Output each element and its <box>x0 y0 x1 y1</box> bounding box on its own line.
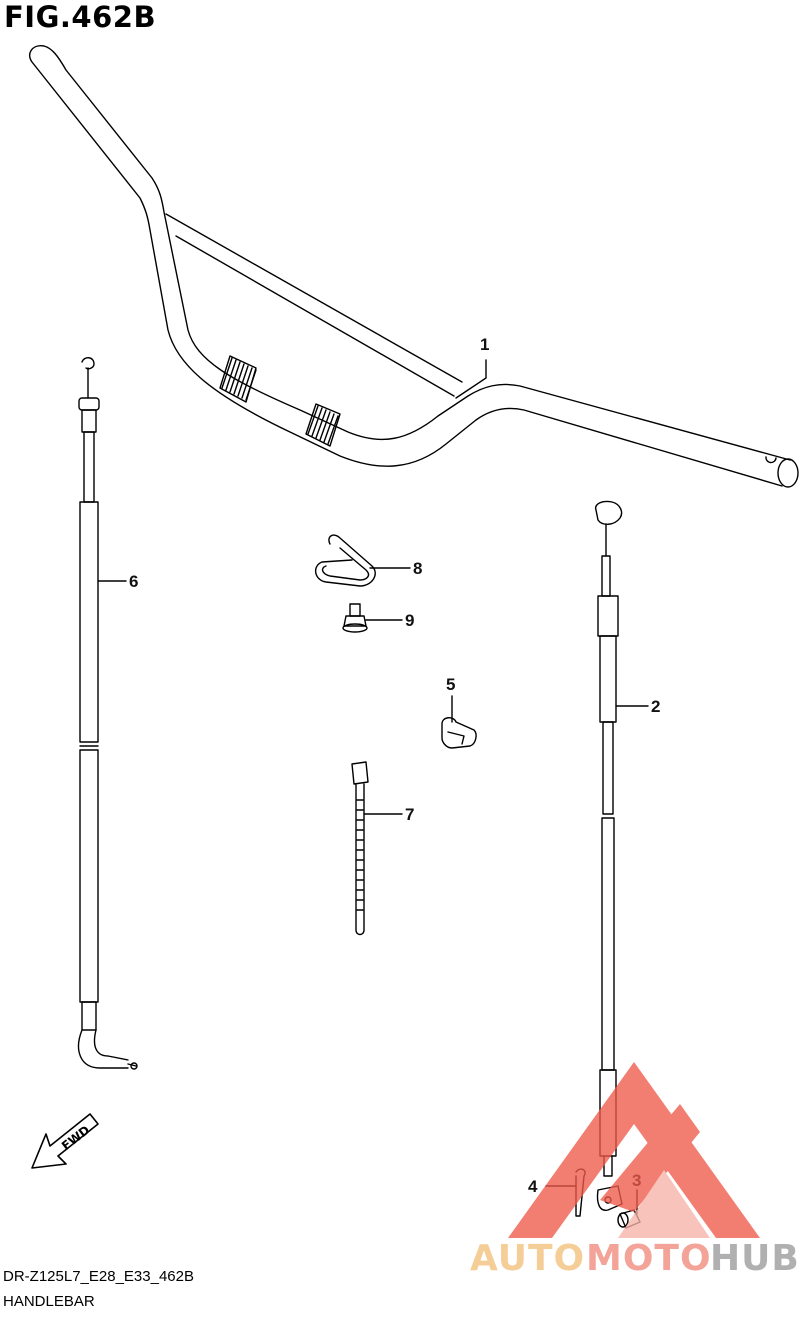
watermark-logo: AUTO MOTO HUB <box>470 1062 800 1279</box>
diagram-code: DR-Z125L7_E28_E33_462B <box>3 1268 194 1285</box>
watermark-text-moto: MOTO <box>586 1238 712 1279</box>
leader-line-1 <box>455 359 487 399</box>
wire-clamp-part[interactable] <box>315 534 376 587</box>
knurl-band-left <box>219 355 257 403</box>
callout-1: 1 <box>480 335 489 354</box>
callout-5: 5 <box>446 675 455 694</box>
callout-4: 4 <box>528 1177 538 1196</box>
callout-7: 7 <box>405 805 414 824</box>
cable-clamp-part[interactable] <box>441 717 477 749</box>
watermark-text-auto: AUTO <box>470 1238 585 1279</box>
cable-tie-part[interactable] <box>351 761 369 936</box>
fwd-arrow-icon: FWD <box>31 1113 99 1169</box>
callout-6: 6 <box>129 572 138 591</box>
triangle-logo-icon <box>508 1062 760 1238</box>
callout-9: 9 <box>405 611 414 630</box>
watermark-text-hub: HUB <box>710 1238 800 1279</box>
callout-8: 8 <box>413 559 422 578</box>
figure-title: FIG.462B <box>4 0 157 34</box>
handlebar-part[interactable] <box>28 45 799 488</box>
callout-2: 2 <box>651 697 660 716</box>
knurl-band-right <box>305 403 341 447</box>
throttle-cable-part[interactable] <box>77 357 138 1070</box>
bolt-part[interactable] <box>342 603 368 633</box>
diagram-name: HANDLEBAR <box>3 1293 95 1310</box>
